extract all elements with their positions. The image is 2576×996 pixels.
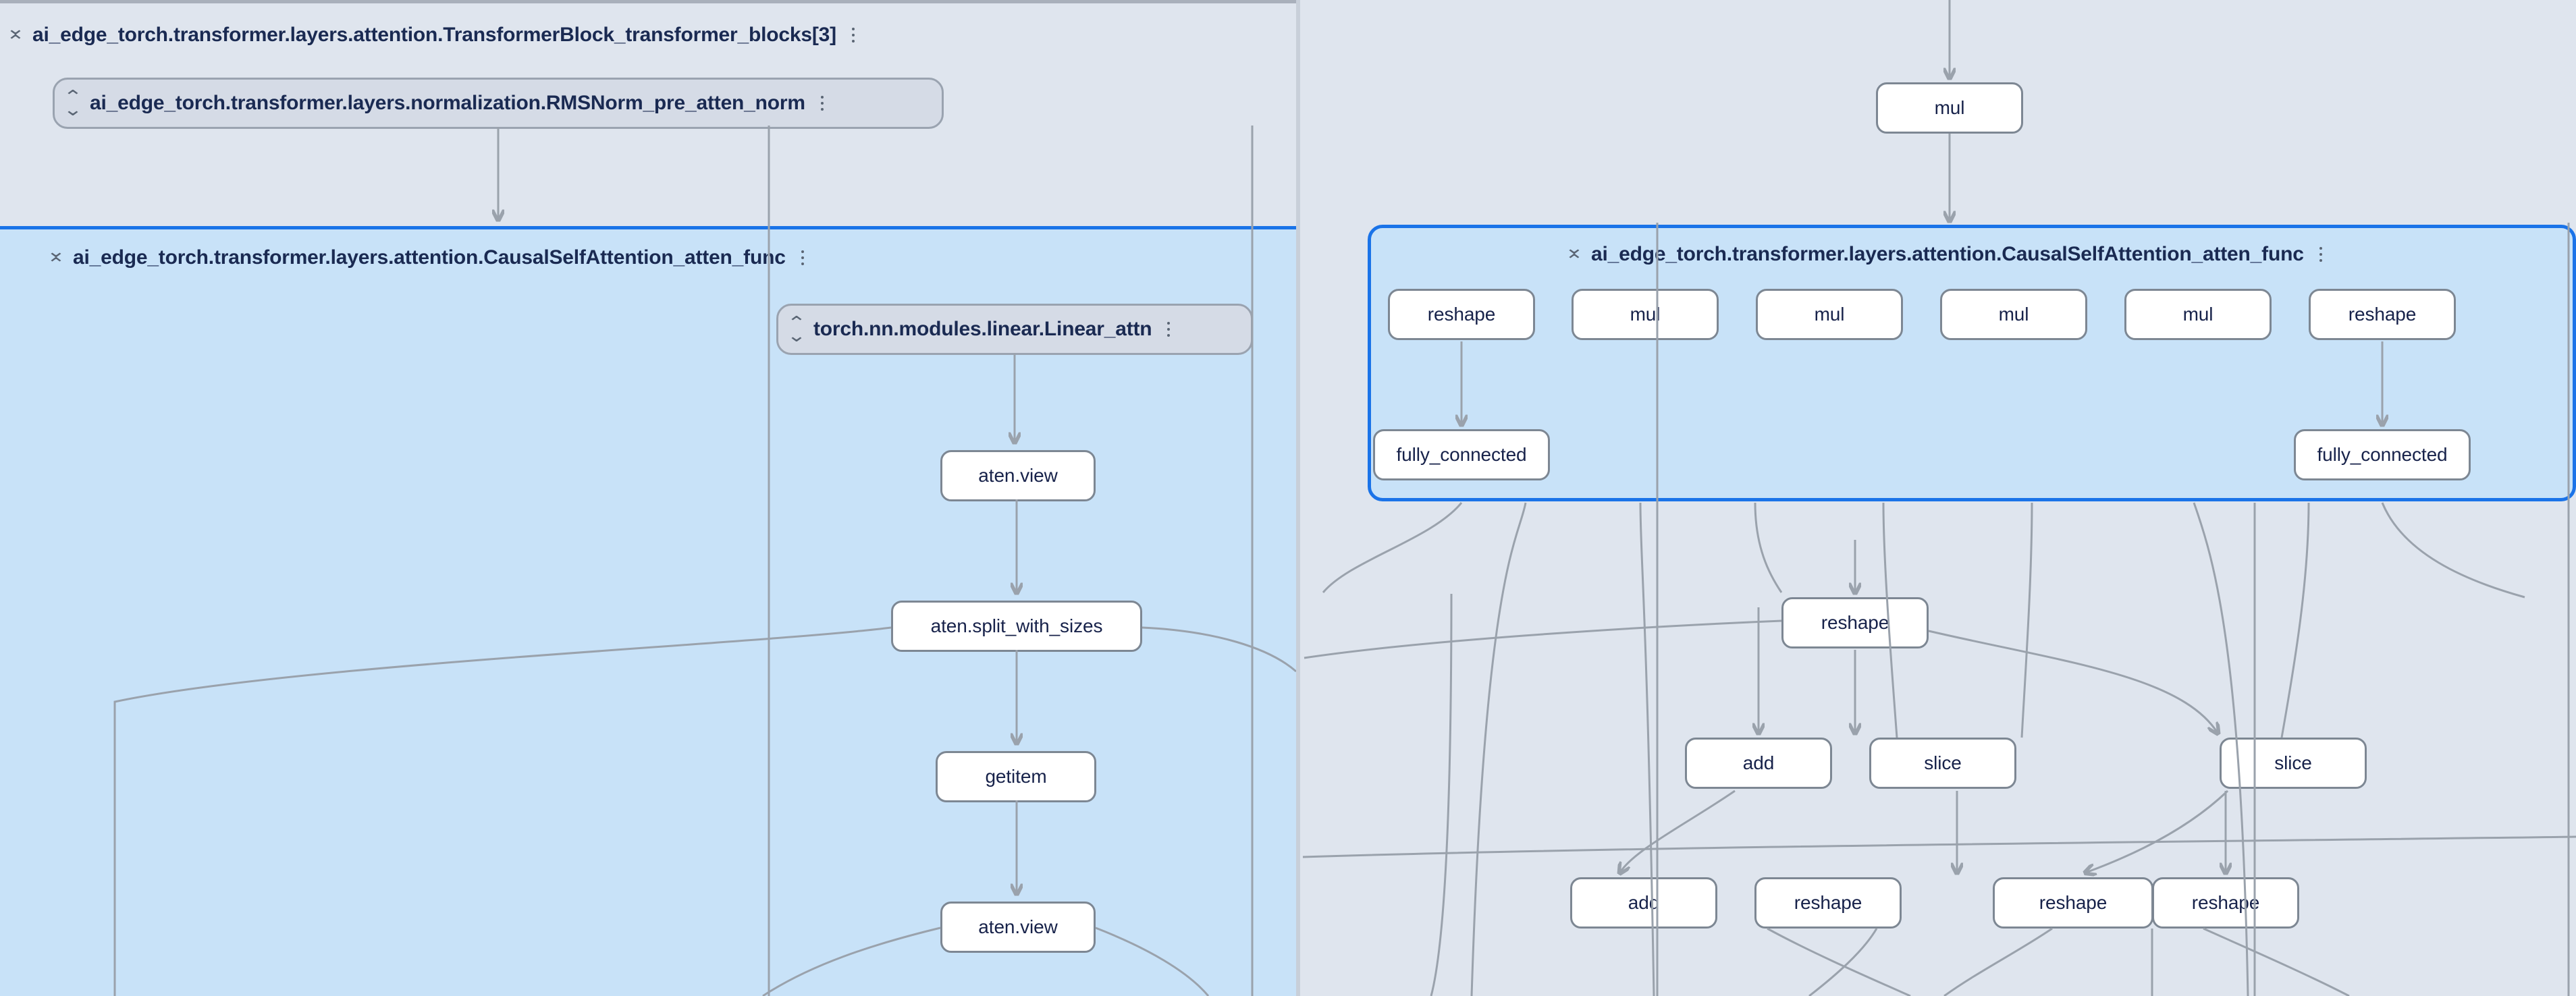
node-label: reshape — [2039, 892, 2108, 913]
expand-chevrons-icon[interactable]: ⌃⌄ — [63, 86, 83, 119]
node-label: mul — [1630, 304, 1661, 325]
module-rmsnorm-pre-atten-norm[interactable]: ⌃⌄ ai_edge_torch.transformer.layers.norm… — [53, 78, 944, 129]
right-graph-pane[interactable]: mul ⌄⌃ ai_edge_torch.transformer.layers.… — [1300, 0, 2576, 996]
node-reshape-f-real[interactable]: reshape — [2152, 877, 2299, 929]
collapse-chevrons-icon[interactable]: ⌄⌃ — [5, 18, 26, 51]
node-aten-split-with-sizes[interactable]: aten.split_with_sizes — [891, 601, 1142, 652]
node-label: getitem — [985, 766, 1047, 787]
pane-divider[interactable] — [1296, 0, 1300, 996]
node-add-b[interactable]: add — [1570, 877, 1717, 929]
node-label: aten.view — [978, 465, 1058, 486]
node-mul-c[interactable]: mul — [1940, 289, 2087, 340]
kebab-menu-icon[interactable] — [1161, 319, 1176, 339]
node-reshape-e[interactable]: reshape — [1993, 877, 2153, 929]
node-getitem[interactable]: getitem — [936, 751, 1096, 802]
group-causal-self-attention-right-title[interactable]: ⌄⌃ ai_edge_torch.transformer.layers.atte… — [1564, 238, 2328, 271]
node-reshape-a[interactable]: reshape — [1388, 289, 1535, 340]
node-label: reshape — [1794, 892, 1862, 913]
node-fully-connected-a[interactable]: fully_connected — [1373, 429, 1550, 480]
expand-chevrons-icon[interactable]: ⌃⌄ — [786, 312, 807, 345]
group-causal-self-attention-left-label: ai_edge_torch.transformer.layers.attenti… — [73, 246, 786, 269]
node-label: add — [1628, 892, 1660, 913]
group-causal-self-attention-left-header[interactable]: ⌄⌃ ai_edge_torch.transformer.layers.atte… — [46, 241, 810, 275]
collapse-chevrons-icon[interactable]: ⌄⌃ — [46, 241, 66, 274]
node-label: fully_connected — [1396, 444, 1527, 465]
node-mul-d[interactable]: mul — [2124, 289, 2272, 340]
node-label: mul — [1998, 304, 2029, 325]
node-label: fully_connected — [2317, 444, 2448, 465]
node-label: reshape — [2191, 892, 2260, 913]
node-label: reshape — [1427, 304, 1496, 325]
node-label: slice — [1924, 752, 1962, 773]
group-causal-self-attention-right-label: ai_edge_torch.transformer.layers.attenti… — [1591, 243, 2304, 265]
kebab-menu-icon[interactable] — [815, 93, 830, 113]
node-label: aten.split_with_sizes — [930, 615, 1103, 636]
module-rmsnorm-label: ai_edge_torch.transformer.layers.normali… — [90, 92, 805, 114]
left-graph-pane[interactable]: ⌄⌃ ai_edge_torch.transformer.layers.atte… — [0, 0, 1296, 996]
module-linear-attn-label: torch.nn.modules.linear.Linear_attn — [813, 318, 1152, 340]
node-reshape-c[interactable]: reshape — [1781, 597, 1929, 648]
kebab-menu-icon[interactable] — [846, 25, 861, 45]
node-label: mul — [1934, 97, 1965, 118]
node-aten-view-2[interactable]: aten.view — [940, 902, 1096, 953]
node-reshape-d[interactable]: reshape — [1754, 877, 1902, 929]
node-label: mul — [2182, 304, 2213, 325]
node-label: slice — [2274, 752, 2312, 773]
group-transformer-block-header[interactable]: ⌄⌃ ai_edge_torch.transformer.layers.atte… — [5, 18, 861, 52]
node-mul-a[interactable]: mul — [1572, 289, 1719, 340]
group-transformer-block-label: ai_edge_torch.transformer.layers.attenti… — [32, 24, 836, 46]
node-label: reshape — [1821, 612, 1889, 633]
kebab-menu-icon[interactable] — [795, 248, 810, 268]
node-label: reshape — [2348, 304, 2417, 325]
node-aten-view-1[interactable]: aten.view — [940, 450, 1096, 501]
collapse-chevrons-icon[interactable]: ⌄⌃ — [1564, 238, 1584, 271]
node-label: add — [1742, 752, 1775, 773]
node-label: mul — [1814, 304, 1845, 325]
node-add-a[interactable]: add — [1685, 738, 1832, 789]
node-slice-b[interactable]: slice — [2220, 738, 2367, 789]
node-mul-b[interactable]: mul — [1756, 289, 1903, 340]
node-reshape-b[interactable]: reshape — [2309, 289, 2456, 340]
node-mul-top[interactable]: mul — [1876, 82, 2023, 134]
kebab-menu-icon[interactable] — [2313, 244, 2328, 265]
node-label: aten.view — [978, 916, 1058, 937]
node-fully-connected-b[interactable]: fully_connected — [2294, 429, 2471, 480]
module-linear-attn[interactable]: ⌃⌄ torch.nn.modules.linear.Linear_attn — [776, 304, 1253, 355]
node-slice-a[interactable]: slice — [1869, 738, 2016, 789]
